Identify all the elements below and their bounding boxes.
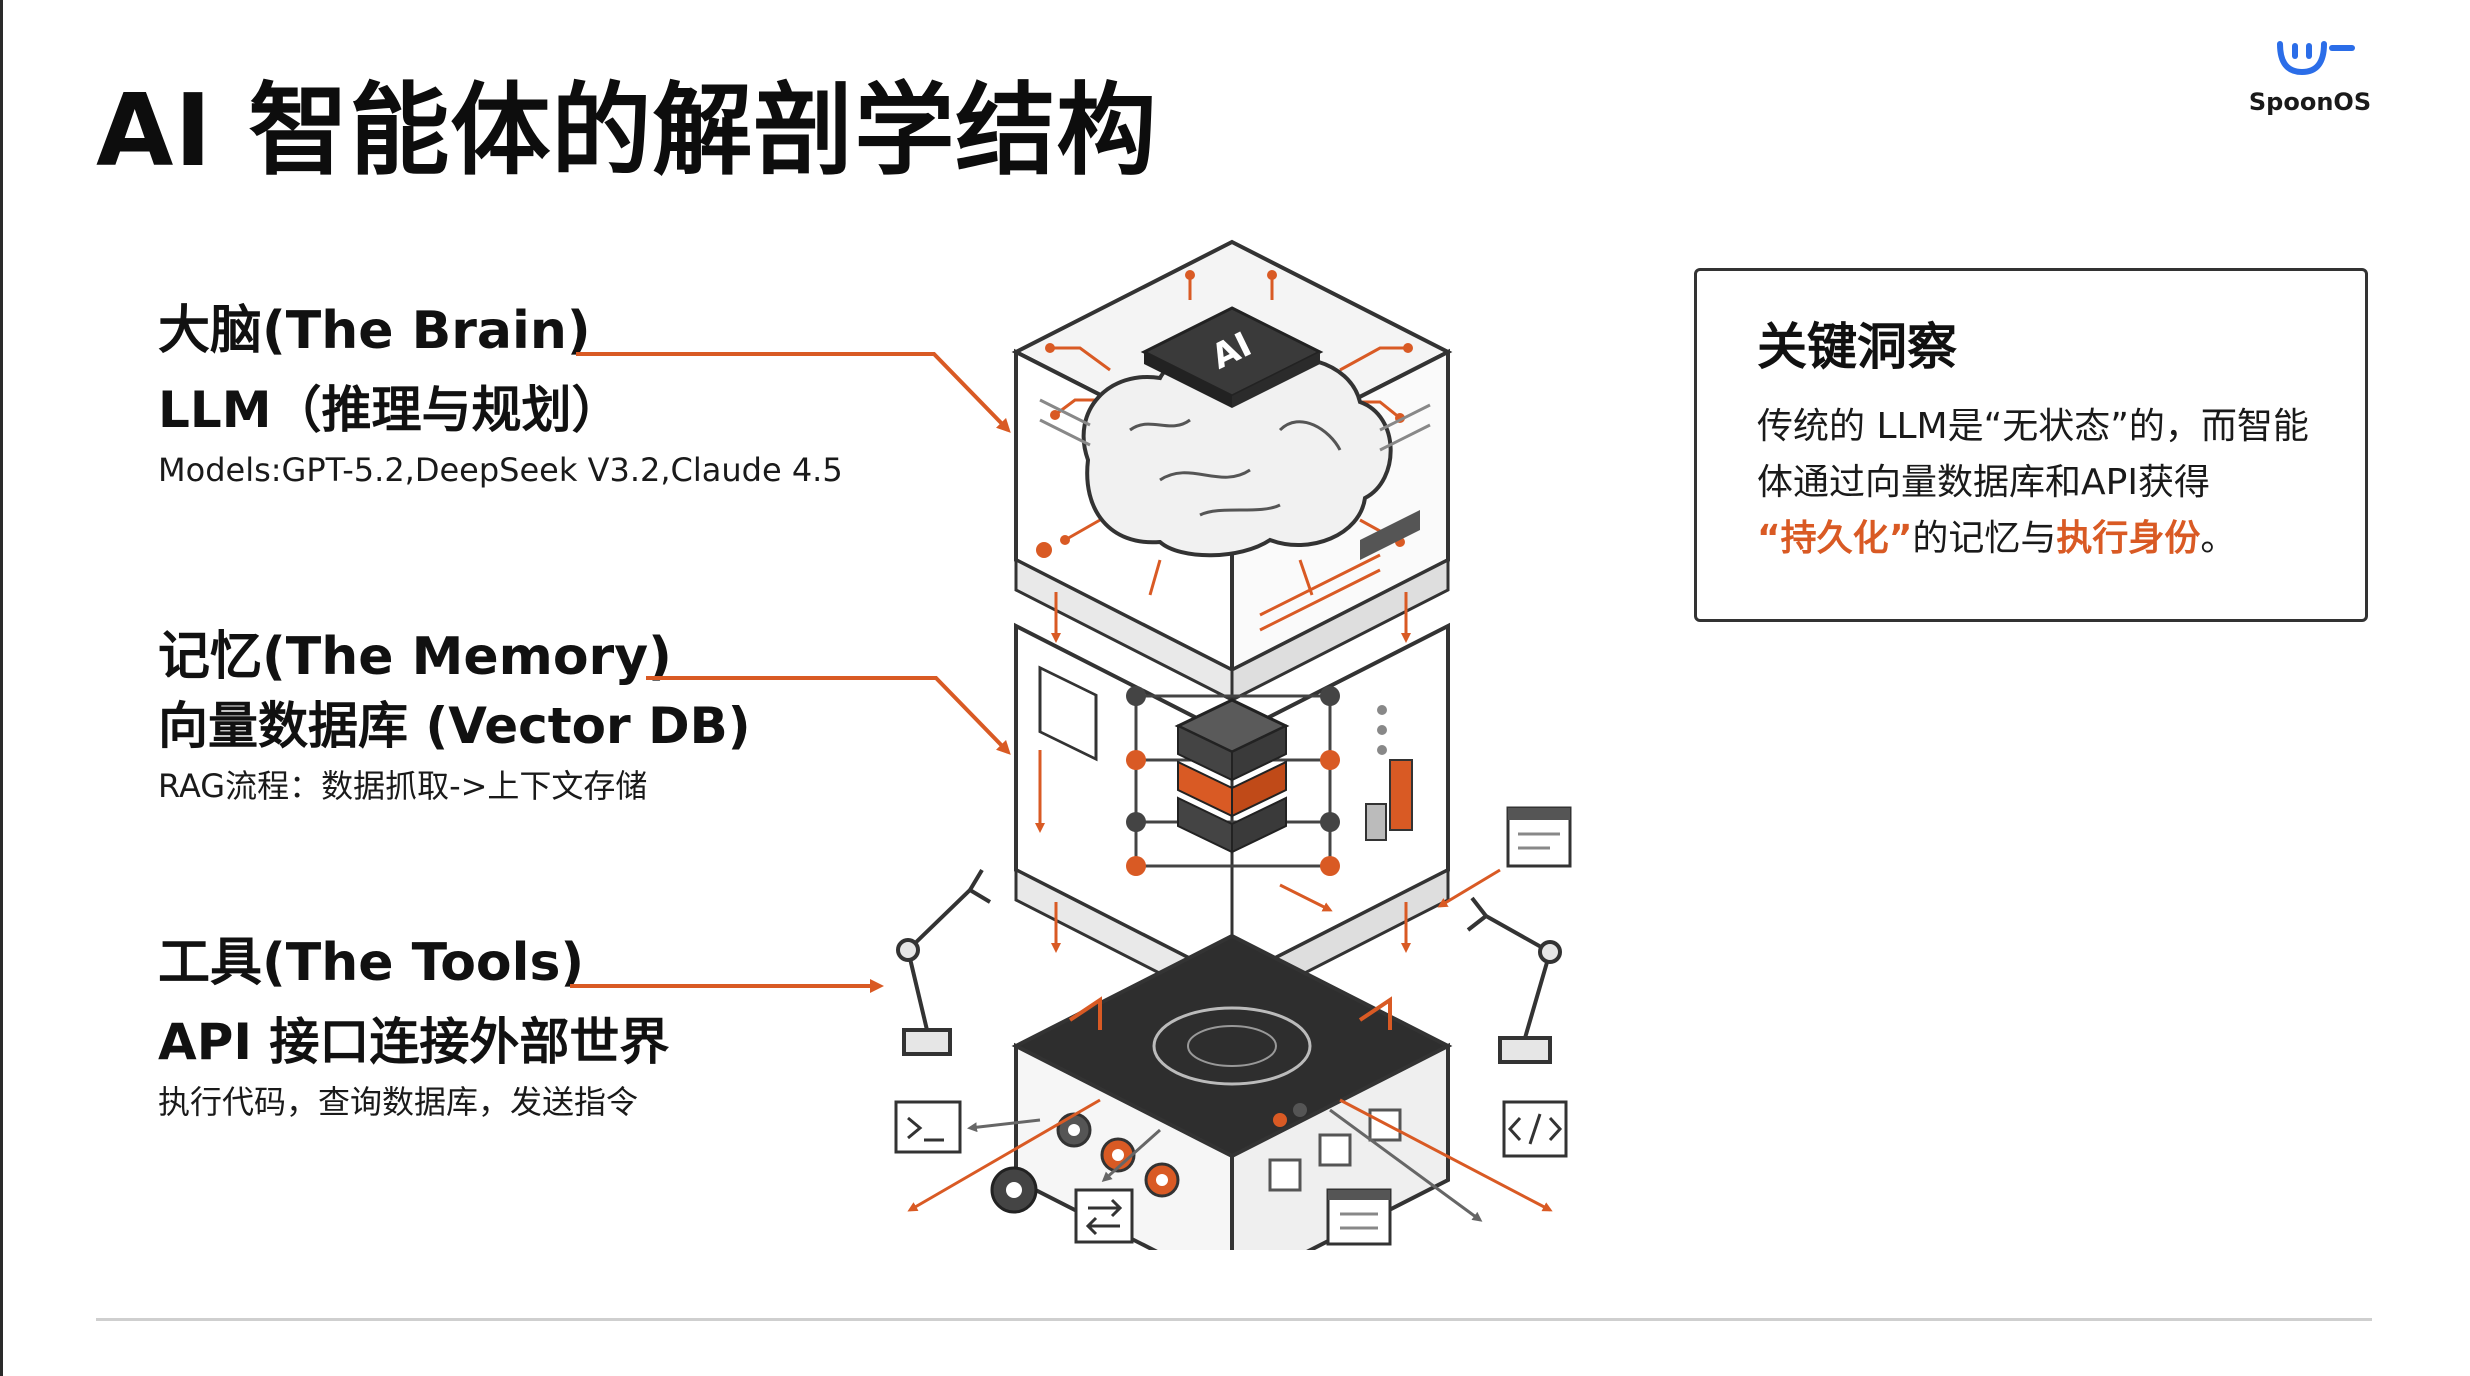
insight-highlight-persistent: 持久化	[1780, 517, 1889, 559]
brain-section: 大脑(The Brain) LLM（推理与规划） Models:GPT-5.2,…	[158, 300, 843, 492]
bottom-divider	[96, 1318, 2372, 1321]
brain-connector	[576, 352, 1011, 433]
robot-arm-icon	[1466, 896, 1562, 1064]
memory-title: 记忆(The Memory)	[158, 627, 672, 687]
insight-box: 关键洞察 传统的 LLM是“无状态”的，而智能体通过向量数据库和API获得 “持…	[1694, 268, 2368, 622]
robot-arm-icon	[896, 868, 992, 1056]
brain-subtitle: LLM（推理与规划）	[158, 381, 622, 440]
list-icon	[1326, 1188, 1392, 1246]
gear-icon	[990, 1166, 1038, 1214]
window-icon	[1506, 806, 1572, 868]
insight-highlight-identity: 执行身份	[2056, 517, 2201, 559]
code-icon	[1502, 1100, 1568, 1158]
memory-connector	[646, 676, 1011, 755]
brain-title: 大脑(The Brain)	[158, 301, 591, 361]
insight-end: 。	[2200, 517, 2237, 559]
insight-line1: 传统的 LLM是“无状态”的，而智能体通过向量数据库和API获得	[1757, 406, 2309, 503]
tools-section: 工具(The Tools) API 接口连接外部世界 执行代码，查询数据库，发送…	[158, 932, 669, 1124]
insight-quote-open: “	[1757, 517, 1781, 559]
tools-title: 工具(The Tools)	[158, 933, 585, 993]
database-icon	[1174, 698, 1290, 854]
insight-body: 传统的 LLM是“无状态”的，而智能体通过向量数据库和API获得 “持久化”的记…	[1757, 399, 2321, 566]
swap-icon	[1074, 1188, 1134, 1244]
page-title: AI 智能体的解剖学结构	[96, 72, 1158, 189]
memory-subtitle: 向量数据库 (Vector DB)	[158, 697, 751, 756]
brain-cube: AI	[1011, 239, 1453, 703]
agent-stack-illustration: AI	[894, 239, 1572, 1250]
memory-section: 记忆(The Memory) 向量数据库 (Vector DB) RAG流程：数…	[158, 626, 751, 808]
chip-icon: AI	[1140, 306, 1324, 408]
insight-mid: 的记忆与	[1912, 517, 2057, 559]
insight-title: 关键洞察	[1757, 318, 1957, 376]
insight-quote-close: ”	[1888, 517, 1913, 559]
brand-logo: SpoonOS	[2240, 40, 2380, 130]
slide-edge	[0, 0, 3, 1376]
brand-name: SpoonOS	[2248, 88, 2372, 116]
brain-desc: Models:GPT-5.2,DeepSeek V3.2,Claude 4.5	[158, 451, 843, 490]
tools-subtitle: API 接口连接外部世界	[158, 1013, 670, 1072]
terminal-icon	[894, 1100, 962, 1154]
tools-desc: 执行代码，查询数据库，发送指令	[158, 1083, 639, 1122]
memory-cube	[1014, 622, 1450, 1013]
memory-desc: RAG流程：数据抓取->上下文存储	[158, 767, 648, 806]
smile-logo-icon	[2277, 41, 2355, 76]
